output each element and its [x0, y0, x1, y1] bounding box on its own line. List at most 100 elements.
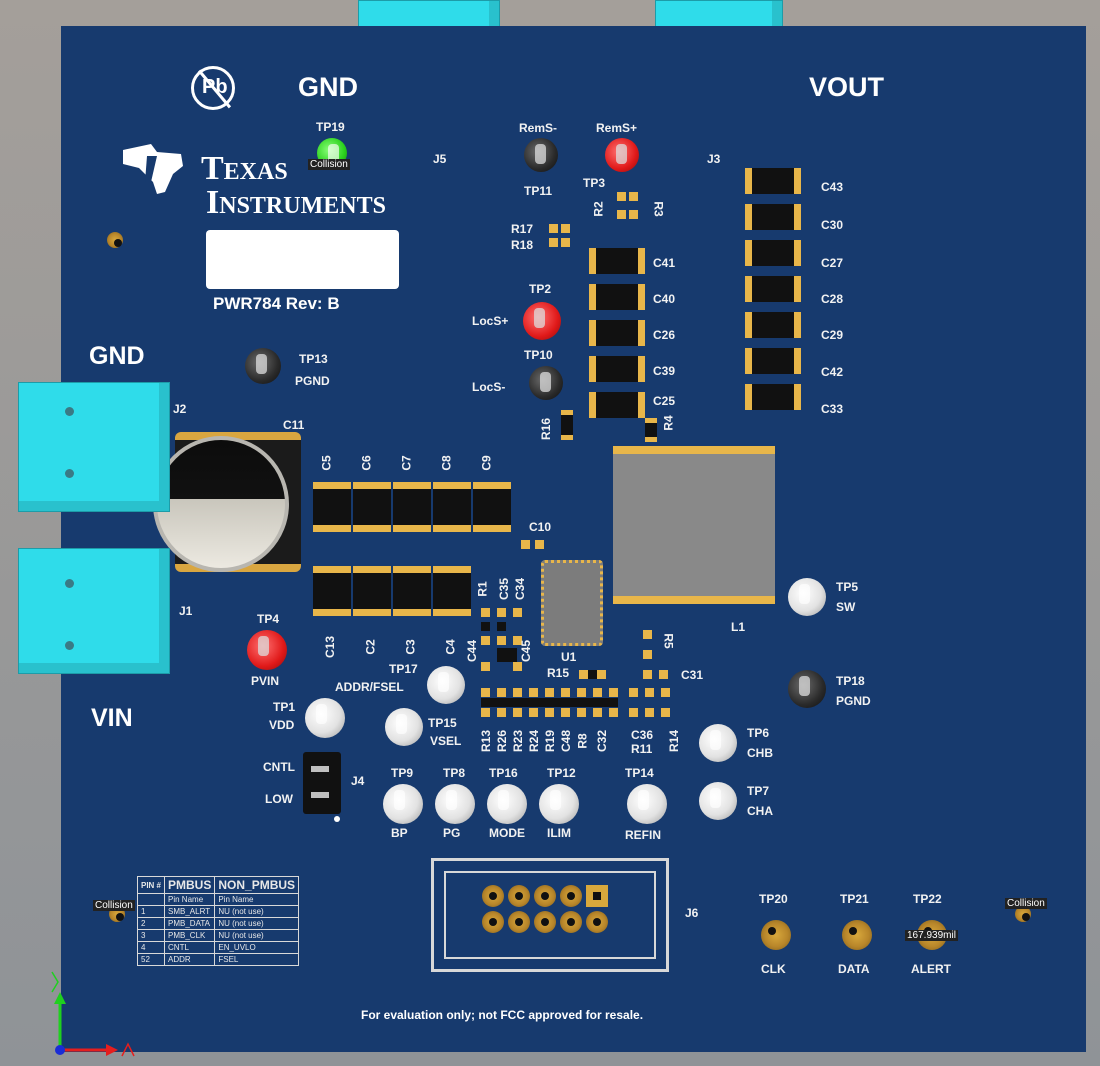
resistor-pad: [513, 636, 522, 645]
capacitor-c28: [745, 276, 801, 302]
capacitor-c43: [745, 168, 801, 194]
measurement-readout: 167.939mil: [905, 930, 958, 941]
tp-loop: [540, 372, 551, 392]
connector-j1[interactable]: [18, 548, 170, 674]
capacitor-c3: [393, 566, 431, 616]
test-point-tp21[interactable]: [842, 920, 872, 950]
r4-label: R4: [661, 415, 676, 431]
c29-label: C29: [821, 328, 844, 342]
test-point-tp20[interactable]: [761, 920, 791, 950]
test-point-tp14[interactable]: [627, 784, 667, 824]
capacitor-c8: [433, 482, 471, 532]
test-point-tp17[interactable]: [427, 666, 465, 704]
tp12-label: TP12: [547, 766, 576, 780]
table-cell: Pin Name: [164, 893, 216, 906]
vout-label: VOUT: [809, 72, 885, 102]
tp13-label: TP13: [299, 352, 328, 366]
mount-hole: [65, 641, 74, 650]
tp6-label: TP6: [747, 726, 770, 740]
r3-label: R3: [651, 201, 666, 217]
test-point-tp3[interactable]: [605, 138, 639, 172]
resistor-pad: [617, 210, 626, 219]
pvin-label: PVIN: [251, 674, 280, 688]
capacitor-pad: [659, 670, 668, 679]
test-point-tp9[interactable]: [383, 784, 423, 824]
c27-label: C27: [821, 256, 844, 270]
c43-label: C43: [821, 180, 844, 194]
pb-free-icon: Pb: [191, 66, 235, 110]
test-point-tp7[interactable]: [699, 782, 737, 820]
connector-j2[interactable]: [18, 382, 170, 512]
capacitor-c5: [313, 482, 351, 532]
ilim-label: ILIM: [547, 826, 571, 840]
c31-label: C31: [681, 668, 704, 682]
c25-label: C25: [653, 394, 676, 408]
tp21-label: TP21: [840, 892, 869, 906]
table-row: 4 CNTL EN_UVLO: [136, 941, 300, 954]
resistor-pad: [481, 636, 490, 645]
c42-label: C42: [821, 365, 844, 379]
resistor-pad: [629, 688, 638, 697]
bp-label: BP: [391, 826, 408, 840]
test-point-tp6[interactable]: [699, 724, 737, 762]
r17-label: R17: [511, 222, 534, 236]
table-cell: 2: [136, 917, 166, 930]
r1-label: R1: [475, 581, 490, 597]
r24-label: R24: [527, 729, 542, 753]
resistor-pad: [643, 630, 652, 639]
table-cell: NU (not use): [214, 905, 300, 918]
resistor-pad: [513, 708, 522, 717]
test-point-tp15[interactable]: [385, 708, 423, 746]
resistor-r4: [645, 418, 657, 442]
test-point-tp11[interactable]: [524, 138, 558, 172]
test-point-tp1[interactable]: [305, 698, 345, 738]
table-cell: SMB_ALRT: [164, 905, 216, 918]
test-point-tp16[interactable]: [487, 784, 527, 824]
header-j6[interactable]: [431, 858, 669, 972]
rems-minus-label: RemS-: [519, 121, 558, 135]
locs-plus-label: LocS+: [472, 314, 509, 328]
test-point-tp2[interactable]: [523, 302, 561, 340]
tp-loop: [710, 730, 721, 750]
r18-label: R18: [511, 238, 534, 252]
tp-loop: [534, 308, 545, 328]
resistor-array: [479, 686, 683, 720]
test-point-tp5[interactable]: [788, 578, 826, 616]
table-row: 1 SMB_ALRT NU (not use): [136, 905, 300, 918]
resistor-pad: [497, 636, 506, 645]
addr-fsel-label: ADDR/FSEL: [335, 680, 404, 694]
test-point-tp18[interactable]: [788, 670, 826, 708]
r16-label: R16: [539, 417, 554, 441]
resistor-pad: [481, 662, 490, 671]
c33-label: C33: [821, 402, 844, 416]
test-point-tp10[interactable]: [529, 366, 563, 400]
r23-label: R23: [511, 729, 526, 753]
resistor-pad: [513, 688, 522, 697]
j1-label: J1: [179, 604, 193, 618]
axis-gizmo-icon: [40, 960, 140, 1060]
r15-label: R15: [547, 666, 570, 680]
resistor-pad: [549, 224, 558, 233]
test-point-tp4[interactable]: [247, 630, 287, 670]
tp10-label: TP10: [524, 348, 553, 362]
capacitor-c30: [745, 204, 801, 230]
tp16-label: TP16: [489, 766, 518, 780]
capacitor-c6: [353, 482, 391, 532]
c39-label: C39: [653, 364, 676, 378]
capacitor-c2: [353, 566, 391, 616]
test-point-tp13[interactable]: [245, 348, 281, 384]
test-point-tp12[interactable]: [539, 784, 579, 824]
resistor-pad: [481, 688, 490, 697]
j5-label: J5: [433, 152, 447, 166]
resistor-pad: [643, 650, 652, 659]
pin-table: PIN # PMBUS NON_PMBUS Pin Name Pin Name …: [136, 876, 300, 966]
resistor-pad: [593, 688, 602, 697]
tp4-label: TP4: [257, 612, 280, 626]
jumper-j4[interactable]: [303, 752, 341, 814]
header-pin-1: [586, 885, 608, 907]
test-point-tp8[interactable]: [435, 784, 475, 824]
capacitor-c29: [745, 312, 801, 338]
locs-minus-label: LocS-: [472, 380, 506, 394]
tp15-label: TP15: [428, 716, 457, 730]
